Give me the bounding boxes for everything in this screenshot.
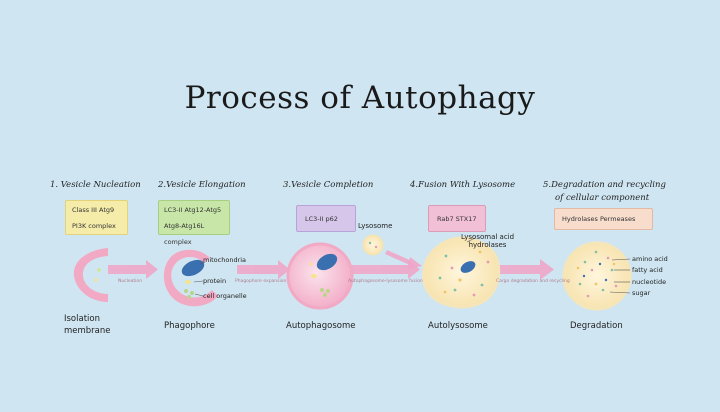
arrow-3-note: Autophagosome-lysosome fusion bbox=[348, 279, 423, 284]
hydrolases-line2: hydrolases bbox=[468, 241, 507, 249]
arrow-2 bbox=[237, 260, 290, 279]
stage-2-box: LC3-II Atg12-Atg5 Atg8-Atg16L complex bbox=[158, 200, 230, 246]
autolysosome-label: Autolysosome bbox=[428, 321, 488, 331]
stage-3-box: LC3-II p62 bbox=[296, 205, 356, 232]
lysosome-shape bbox=[362, 234, 384, 256]
sugar-label: sugar bbox=[632, 289, 651, 297]
isolation-membrane-label-line2: membrane bbox=[64, 326, 111, 336]
phagophore-shape bbox=[163, 249, 218, 307]
arrow-1 bbox=[108, 260, 158, 279]
arrow-lysosome bbox=[385, 250, 422, 269]
fatty-acid-label: fatty acid bbox=[632, 266, 663, 274]
stage-3-box-line1: LC3-II p62 bbox=[305, 215, 338, 223]
degradation-shape bbox=[562, 241, 632, 311]
amino-acid-label: amino acid bbox=[632, 255, 668, 263]
protein-label: protein bbox=[203, 277, 227, 285]
stage-1-box: Class III Atg9 PI3K complex bbox=[65, 200, 128, 235]
stage-5-box-line1: Hydrolases Permeases bbox=[562, 215, 636, 223]
stage-5-label: 5.Degradation and recycling bbox=[543, 180, 666, 190]
stage-1-box-line2: PI3K complex bbox=[72, 222, 116, 230]
stage-4-box-line1: Rab7 STX17 bbox=[437, 215, 477, 223]
lysosomal-acid-hydrolases-label: Lysosomal acid hydrolases bbox=[461, 233, 514, 249]
nucleotide-label: nucleotide bbox=[632, 278, 667, 286]
stage-2-box-line2: Atg8-Atg16L complex bbox=[164, 222, 205, 246]
arrow-1-note: Nucleation bbox=[117, 279, 143, 284]
autophagosome-label: Autophagosome bbox=[286, 321, 356, 331]
stage-1-label: 1. Vesicle Nucleation bbox=[50, 180, 141, 190]
stage-2-box-line1: LC3-II Atg12-Atg5 bbox=[164, 206, 222, 214]
stage-1-box-line1: Class III Atg9 bbox=[72, 206, 115, 214]
mitochondria-label: mitochondria bbox=[203, 256, 247, 264]
isolation-membrane-shape bbox=[73, 248, 108, 302]
stage-5-label-line2: of cellular component bbox=[555, 193, 650, 203]
stage-4-box: Rab7 STX17 bbox=[428, 205, 486, 232]
autolysosome-shape bbox=[422, 236, 501, 309]
isolation-membrane-label: Isolation membrane bbox=[64, 313, 111, 337]
lysosomal-acid-line1: Lysosomal acid bbox=[461, 233, 515, 241]
degradation-label: Degradation bbox=[570, 321, 623, 331]
isolation-membrane-label-line1: Isolation bbox=[64, 314, 100, 324]
stage-2-label: 2.Vesicle Elongation bbox=[158, 180, 246, 190]
stage-5-box: Hydrolases Permeases bbox=[554, 208, 653, 230]
page-title: Process of Autophagy bbox=[184, 80, 536, 116]
arrow-4 bbox=[500, 259, 554, 280]
autophagosome-shape bbox=[286, 242, 354, 310]
cell-organelle-label: cell organelle bbox=[203, 292, 247, 300]
phagophore-label: Phagophore bbox=[164, 321, 215, 331]
arrow-4-note: Cargo degradation and recycling bbox=[496, 279, 570, 284]
lysosome-label: Lysosome bbox=[358, 222, 393, 230]
stage-3-label: 3.Vesicle Completion bbox=[283, 180, 374, 190]
arrow-2-note: Phagophore expansion bbox=[235, 279, 287, 284]
stage-4-label: 4.Fusion With Lysosome bbox=[410, 180, 516, 190]
